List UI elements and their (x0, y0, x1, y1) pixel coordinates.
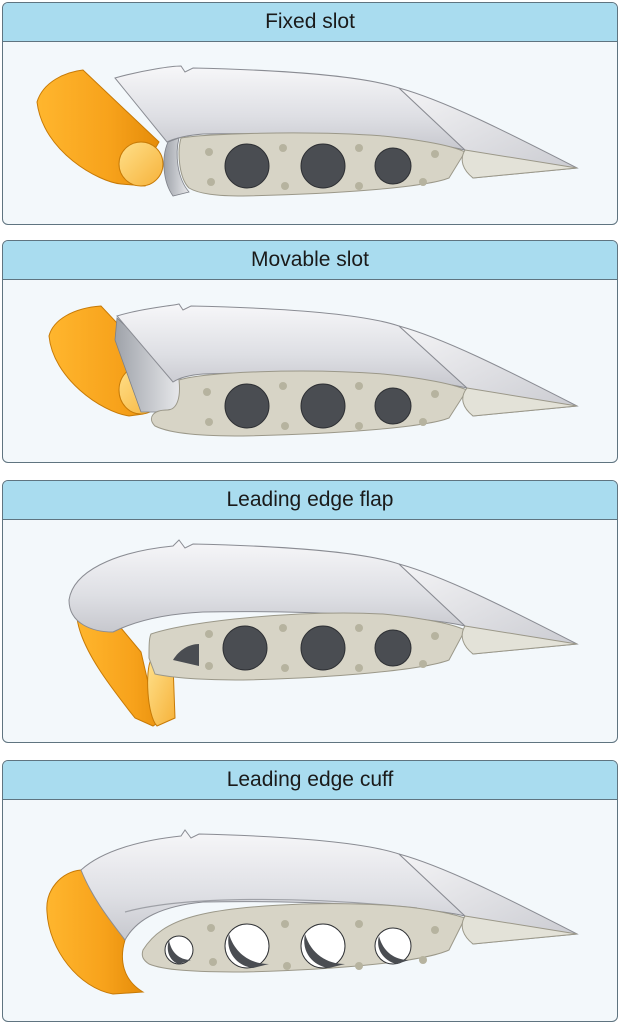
panel-movable-slot: Movable slot (2, 240, 618, 463)
slat-end (118, 141, 164, 187)
lightening-hole (374, 927, 412, 965)
lightening-hole (300, 383, 346, 429)
lightening-hole (374, 147, 412, 185)
panel-title: Fixed slot (3, 3, 617, 42)
panel-title: Leading edge cuff (3, 761, 617, 800)
lightening-hole (374, 629, 412, 667)
lightening-hole (224, 383, 270, 429)
panel-leading-edge-flap: Leading edge flap (2, 480, 618, 743)
panel-fixed-slot: Fixed slot (2, 2, 618, 225)
flap-edge (461, 149, 578, 179)
fixed-slot-wing-illustration (36, 65, 579, 197)
leading-edge-cuff (46, 869, 145, 995)
lightening-hole (300, 625, 346, 671)
wing-skin (68, 539, 467, 633)
lightening-hole (374, 387, 412, 425)
lightening-hole-cuff (164, 935, 194, 965)
panel-title: Movable slot (3, 241, 617, 280)
lightening-hole (222, 625, 268, 671)
leading-edge-cuff-wing-illustration (46, 829, 579, 995)
slot-channel (163, 137, 190, 197)
lightening-hole (300, 143, 346, 189)
lightening-hole (224, 143, 270, 189)
lightening-hole (300, 923, 346, 969)
flap-edge (462, 387, 578, 417)
lightening-hole (224, 923, 270, 969)
leading-edge-flap-wing-illustration (68, 539, 579, 727)
hinge-cutout (173, 644, 199, 666)
flap-edge (461, 625, 578, 655)
panel-leading-edge-cuff: Leading edge cuff (2, 760, 618, 1022)
panel-title: Leading edge flap (3, 481, 617, 520)
cuff-seam (124, 898, 418, 913)
flap-edge (461, 915, 578, 945)
movable-slot-wing-illustration (48, 303, 579, 437)
